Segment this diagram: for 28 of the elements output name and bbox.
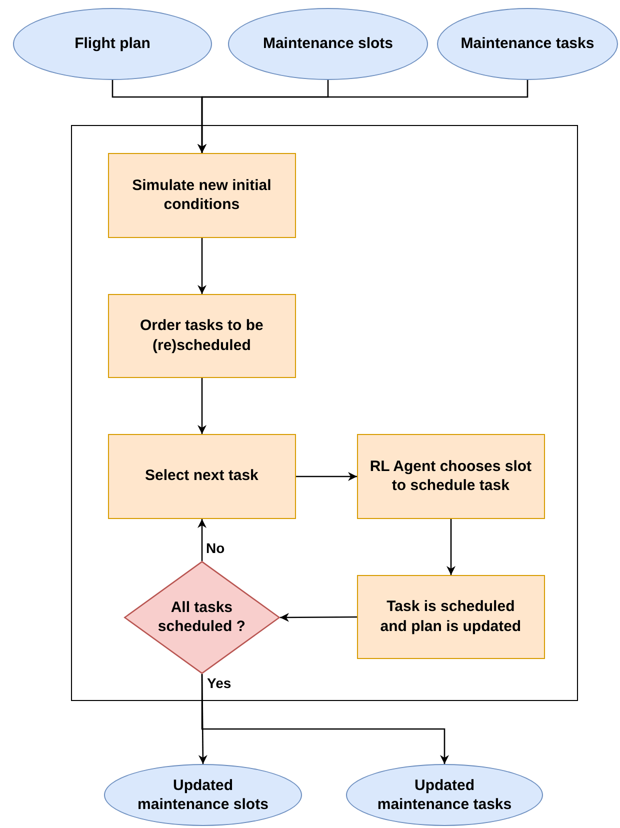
node-label: Simulate new initial conditions [131,176,272,215]
process-box [108,434,296,519]
process-frame [71,125,578,701]
node-label: Updated maintenance slots [136,776,270,814]
arrow [198,378,206,434]
process-box [356,434,545,519]
arrow [280,612,357,622]
node-label: RL Agent chooses slot to schedule task [368,456,533,496]
node-label: Task is scheduled and plan is updated [379,597,522,636]
decision-diamond [124,560,280,674]
node-label: Updated maintenance tasks [376,776,513,814]
arrow [198,80,528,153]
edge-label: No [204,540,227,556]
arrow [201,674,449,764]
arrow [296,472,357,481]
arrow [446,519,456,575]
node-label: Maintenance slots [262,34,394,54]
node-label: Select next task [144,466,258,486]
edge-label: Yes [205,675,234,691]
node-label: Order tasks to be (re)scheduled [138,316,264,356]
node-label: Maintenance tasks [460,34,594,54]
node-label: Flight plan [74,34,150,54]
arrow [198,519,206,561]
process-box [108,152,296,238]
process-box [108,294,296,378]
node-label: All tasks scheduled ? [156,598,246,637]
arrow [198,238,206,294]
process-box [356,574,545,659]
